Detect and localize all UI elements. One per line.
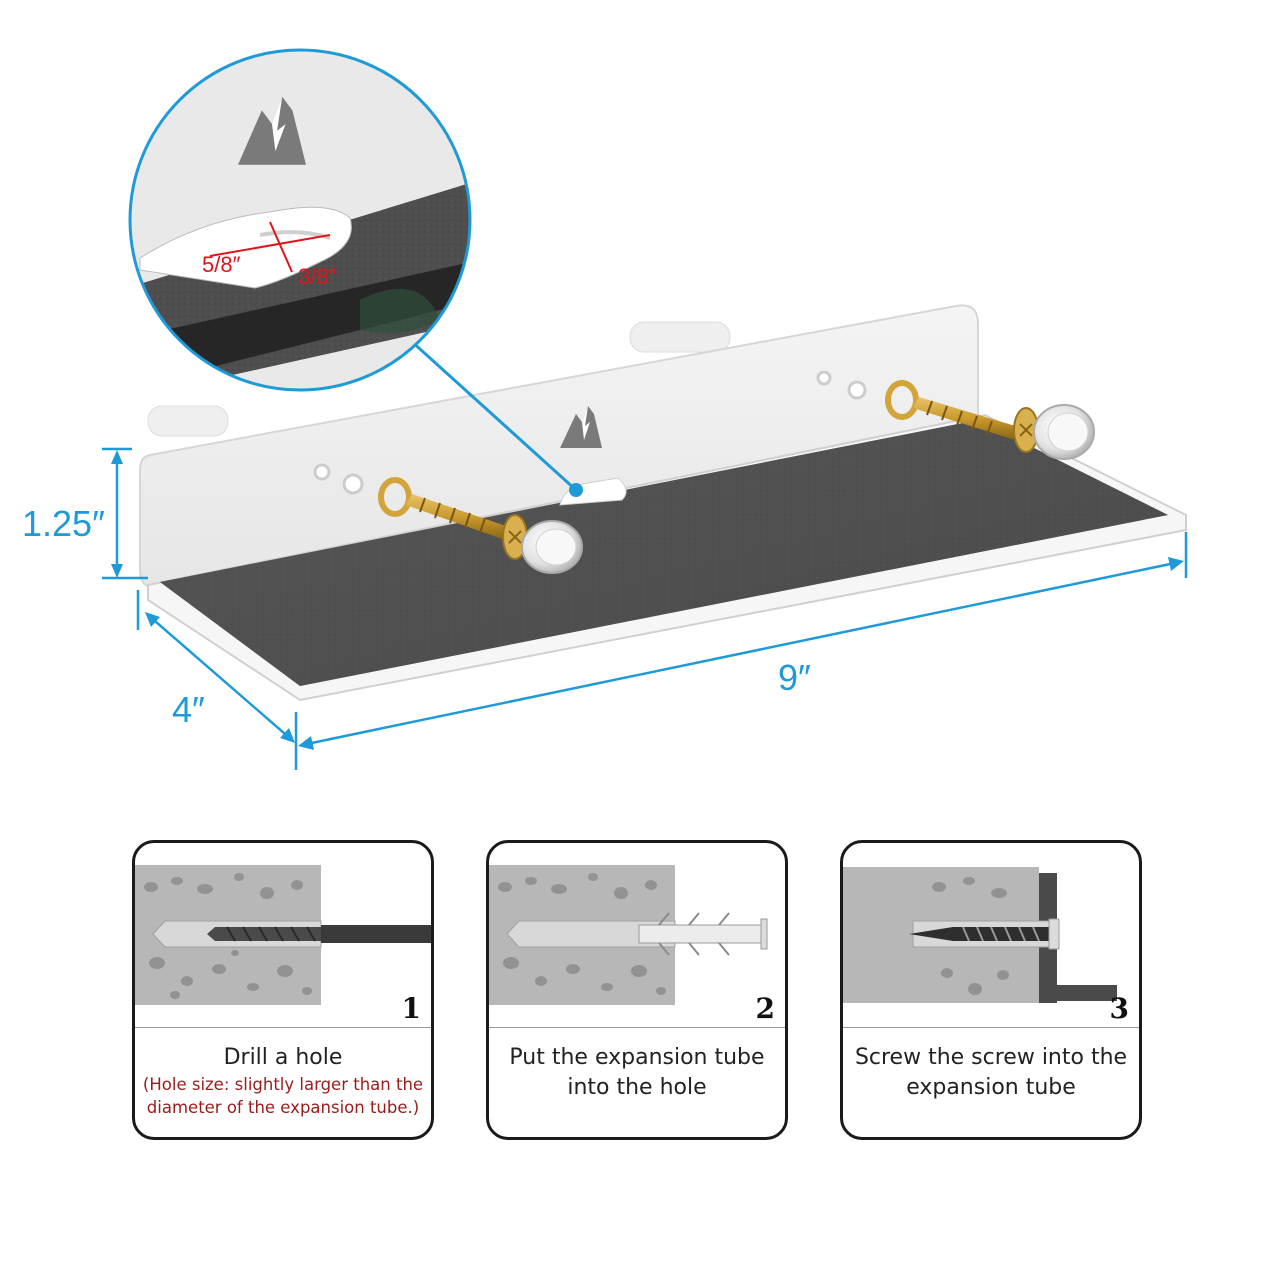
screw-into-tube-illustration [843,867,1117,1003]
step-3-title: Screw the screw into the expansion tube [854,1045,1128,1100]
step-divider [489,1027,785,1028]
step-divider [843,1027,1139,1028]
wall-anchor-cap-icon [1033,404,1095,460]
step-number-3: 3 [1109,992,1129,1025]
step-card-3: 3 Screw the screw into the expansion tub… [840,840,1142,1140]
shelf-pegs [147,321,731,437]
step-number-1: 1 [401,992,421,1025]
hook-screw-icon [885,380,1039,453]
step-2-title: Put the expansion tube into the hole [509,1045,765,1100]
expansion-tube-illustration [489,865,768,1005]
depth-dimension-label: 4″ [172,689,205,730]
width-dimension-label: 9″ [778,657,811,698]
step-2-text: Put the expansion tube into the hole [489,1043,785,1103]
cable-slot [559,477,627,506]
dimension-lines [102,447,1188,770]
wall-anchor-cap-icon [521,520,583,574]
mounting-holes [313,370,867,495]
drill-illustration [135,865,431,1005]
hook-screw-icon [378,477,528,560]
step-1-title: Drill a hole [223,1045,343,1070]
zoom-detail [128,48,472,392]
step-number-2: 2 [755,992,775,1025]
step-3-text: Screw the screw into the expansion tube [843,1043,1139,1103]
step-divider [135,1027,431,1028]
slot-width-label: 5/8″ [202,252,241,277]
height-dimension-label: 1.25″ [22,503,105,544]
shelf-dimension-figure [102,48,1188,770]
step-1-text: Drill a hole (Hole size: slightly larger… [135,1043,431,1119]
slot-height-label: 3/8″ [298,264,337,289]
step-card-1: 1 Drill a hole (Hole size: slightly larg… [132,840,434,1140]
zoom-connector [408,338,578,492]
mountain-logo-icon [560,406,602,448]
step-1-note: (Hole size: slightly larger than the dia… [142,1075,424,1117]
step-card-2: 2 Put the expansion tube into the hole [486,840,788,1140]
